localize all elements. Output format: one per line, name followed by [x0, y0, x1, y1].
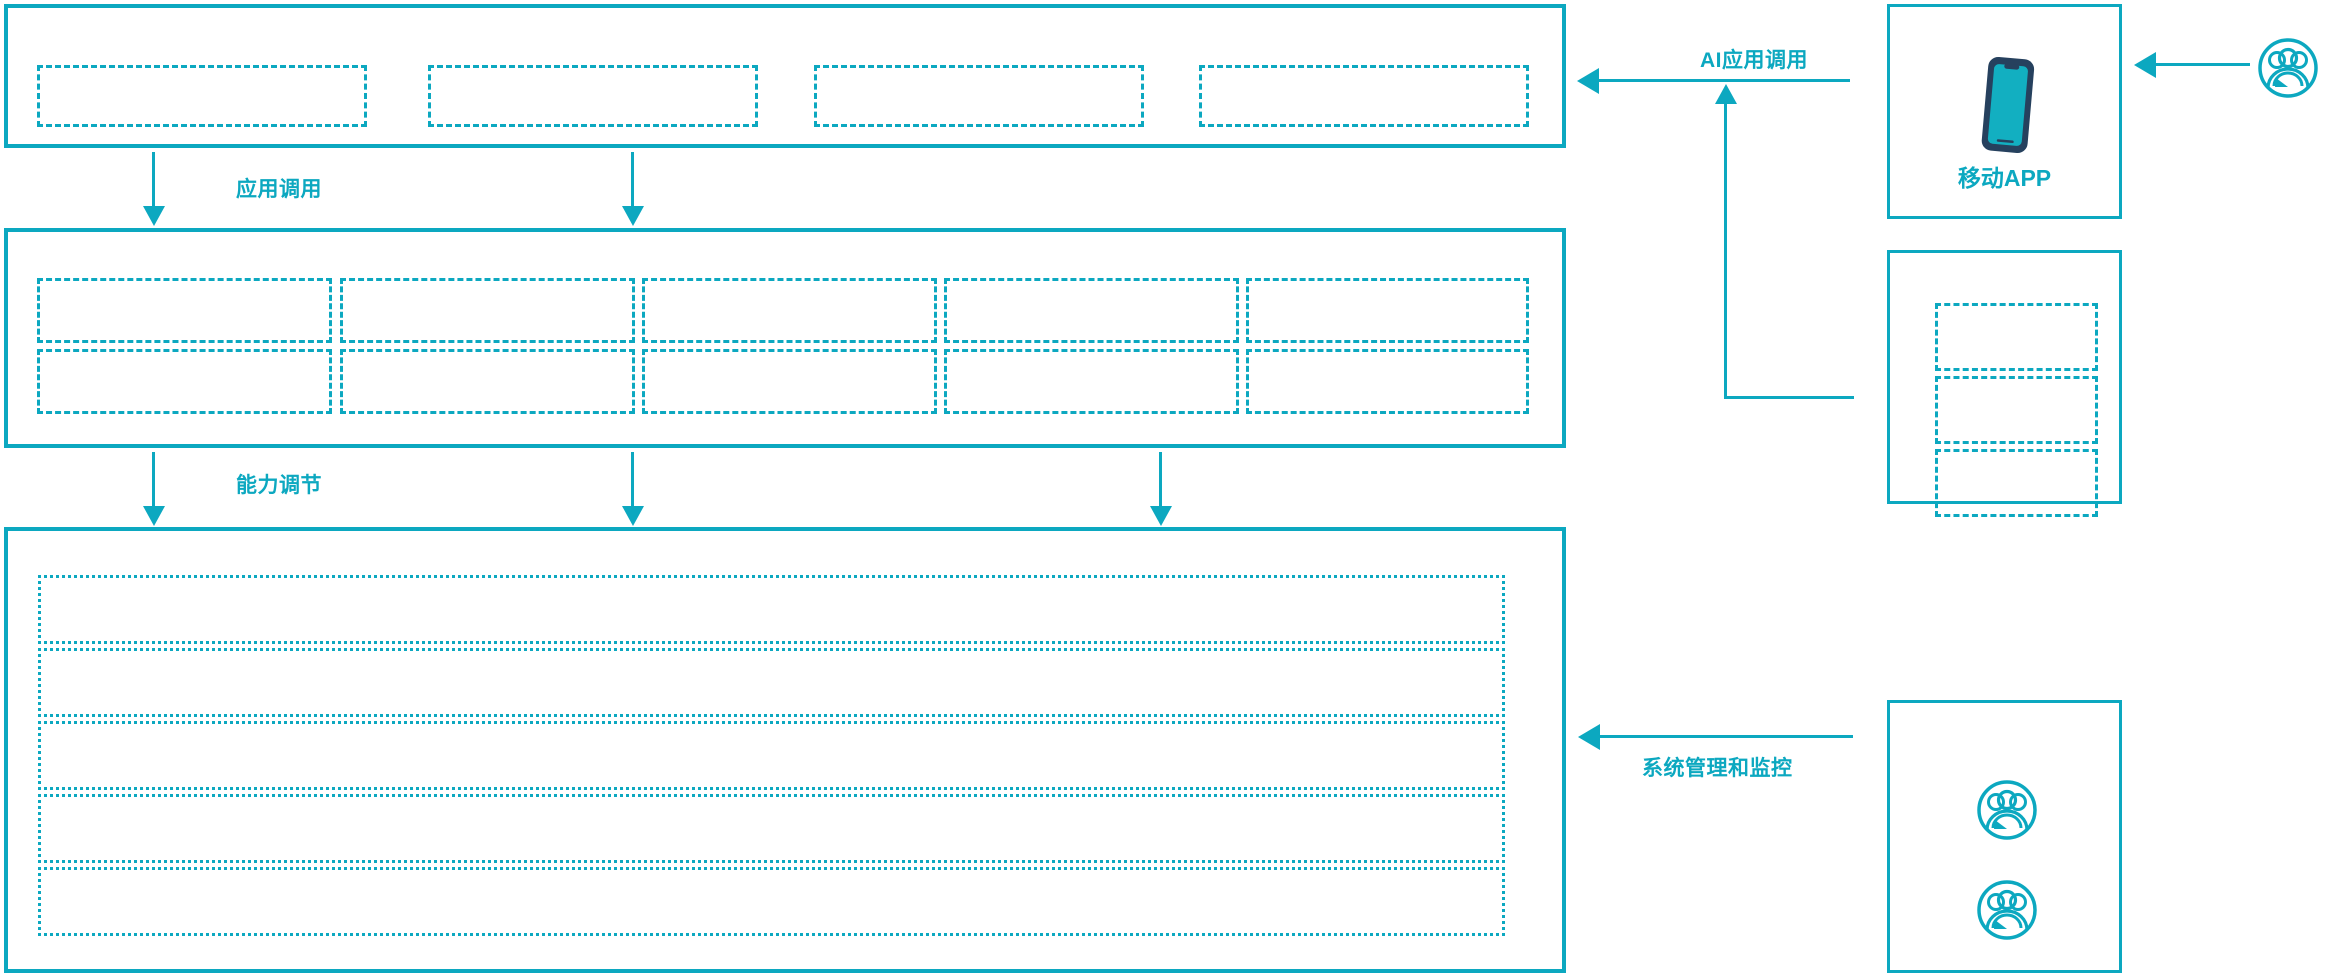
platform-row-3[interactable] — [38, 721, 1505, 790]
app-call-arrow-line-2 — [631, 152, 634, 208]
capability-box-r1c2[interactable] — [340, 278, 635, 343]
end-user-to-app-line — [2155, 63, 2250, 66]
app-call-arrow-head-2 — [622, 206, 644, 226]
admin-console-panel[interactable] — [1887, 700, 2122, 973]
end-user-icon-wrap[interactable] — [2256, 36, 2320, 100]
capability-box-r1c1[interactable] — [37, 278, 332, 343]
platform-row-5[interactable] — [38, 867, 1505, 936]
ai-app-call-riser — [1724, 102, 1727, 398]
application-box-4[interactable] — [1199, 65, 1529, 127]
application-box-2[interactable] — [428, 65, 758, 127]
service-stack-panel[interactable] — [1887, 250, 2122, 517]
connector-label-sys-monitor: 系统管理和监控 — [1642, 757, 1793, 780]
connector-label-ai-app-call: AI应用调用 — [1700, 49, 1808, 72]
capability-box-r1c4[interactable] — [944, 278, 1239, 343]
capability-box-r1c3[interactable] — [642, 278, 937, 343]
capability-call-arrow-head-2 — [622, 506, 644, 526]
service-stack-box-3[interactable] — [1935, 449, 2098, 517]
admin-user-icon-2-wrap[interactable] — [1975, 878, 2039, 942]
application-layer-panel — [4, 4, 1566, 148]
platform-row-1[interactable] — [38, 575, 1505, 644]
connector-label-app-call: 应用调用 — [236, 178, 322, 201]
app-call-arrow-line-1 — [152, 152, 155, 208]
capability-box-r2c5[interactable] — [1246, 349, 1529, 414]
app-call-arrow-head-1 — [143, 206, 165, 226]
capability-call-arrow-line-3 — [1159, 452, 1162, 508]
capability-call-arrow-head-1 — [143, 506, 165, 526]
ai-app-call-riser-head — [1715, 84, 1737, 104]
platform-row-4[interactable] — [38, 794, 1505, 863]
application-box-3[interactable] — [814, 65, 1144, 127]
capability-box-r1c5[interactable] — [1246, 278, 1529, 343]
capability-box-r2c3[interactable] — [642, 349, 937, 414]
sys-monitor-line — [1600, 735, 1853, 738]
users-group-icon — [2258, 38, 2318, 98]
ai-app-call-line — [1597, 79, 1850, 82]
smartphone-icon — [1958, 49, 2058, 159]
platform-layer-panel — [4, 527, 1566, 973]
users-group-icon — [1977, 780, 2037, 840]
platform-row-2[interactable] — [38, 648, 1505, 717]
capability-box-r2c2[interactable] — [340, 349, 635, 414]
sys-monitor-arrow-head — [1578, 724, 1600, 750]
capability-layer-panel — [4, 228, 1566, 448]
ai-app-call-arrow-head — [1577, 68, 1599, 94]
capability-box-r2c1[interactable] — [37, 349, 332, 414]
users-group-icon — [1977, 880, 2037, 940]
connector-label-capability-call: 能力调节 — [236, 474, 322, 497]
capability-box-r2c4[interactable] — [944, 349, 1239, 414]
ai-app-call-riser-base — [1724, 396, 1854, 399]
admin-user-icon-1-wrap[interactable] — [1975, 778, 2039, 842]
service-stack-box-1[interactable] — [1935, 303, 2098, 371]
application-box-1[interactable] — [37, 65, 367, 127]
capability-call-arrow-line-1 — [152, 452, 155, 508]
service-stack-box-2[interactable] — [1935, 376, 2098, 444]
mobile-app-caption: 移动APP — [1957, 165, 2052, 191]
capability-call-arrow-head-3 — [1150, 506, 1172, 526]
capability-call-arrow-line-2 — [631, 452, 634, 508]
end-user-to-app-arrow-head — [2134, 52, 2156, 78]
mobile-app-panel[interactable]: 移动APP — [1887, 4, 2122, 219]
